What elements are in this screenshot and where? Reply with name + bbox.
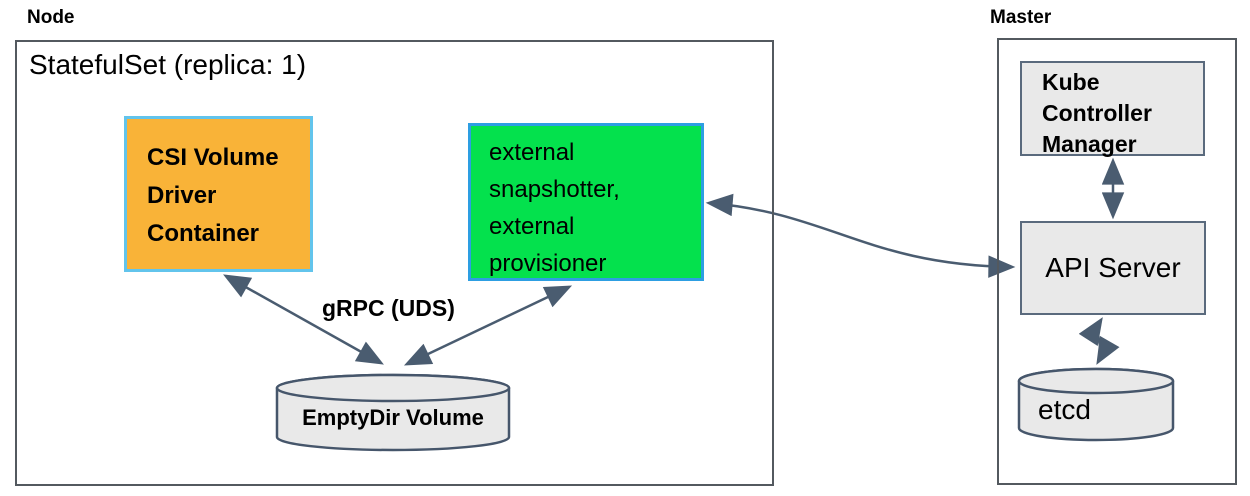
master-group-label: Master [990, 7, 1052, 28]
csi-volume-driver-container-box: CSI Volume Driver Container [124, 116, 313, 272]
etcd-label: etcd [1038, 394, 1091, 425]
grpc-uds-label: gRPC (UDS) [322, 295, 455, 321]
kube-controller-manager-box: Kube Controller Manager [1020, 61, 1205, 157]
api-server-box: API Server [1020, 221, 1206, 315]
node-group-box [15, 40, 774, 486]
emptydir-volume-label: EmptyDir Volume [302, 405, 484, 430]
node-group-label: Node [27, 7, 75, 28]
master-group-box [997, 38, 1237, 485]
statefulset-title: StatefulSet (replica: 1) [29, 49, 307, 80]
external-snapshotter-provisioner-box: external snapshotter, external provision… [468, 123, 704, 281]
api-server-label: API Server [1045, 252, 1181, 283]
